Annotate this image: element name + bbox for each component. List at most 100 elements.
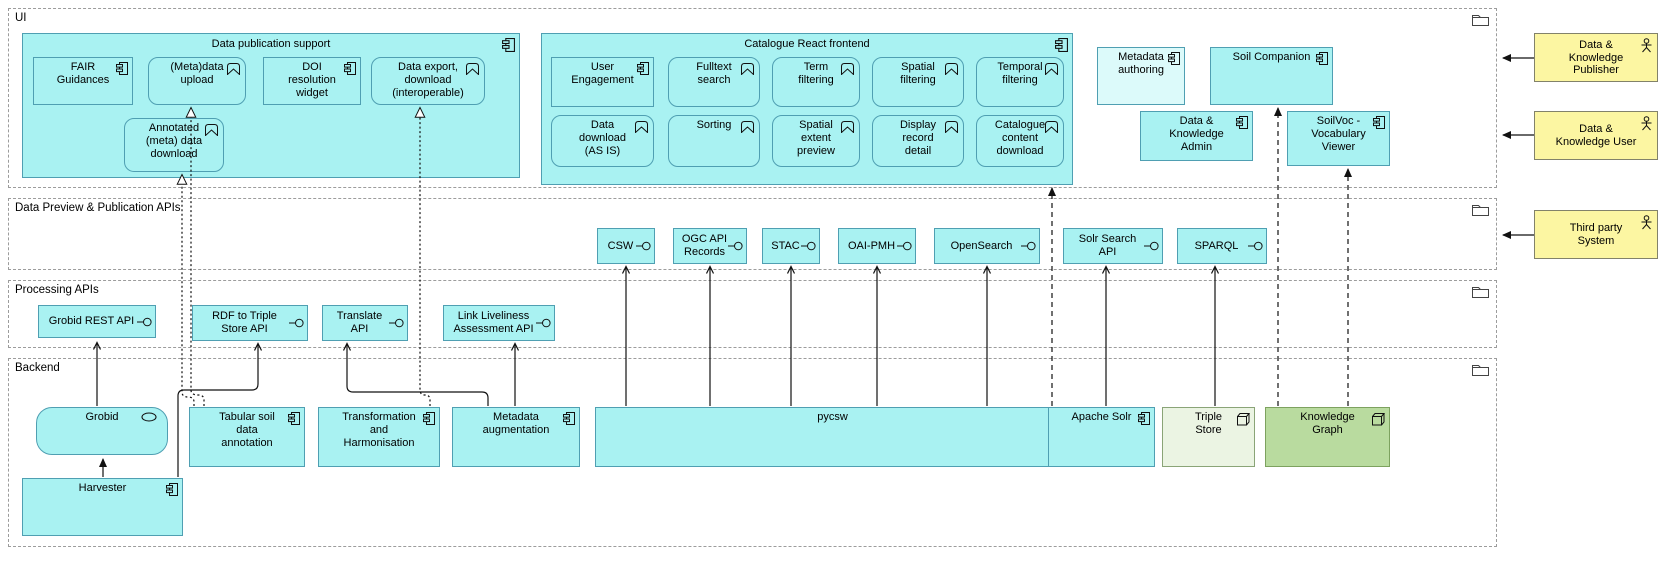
component-icon bbox=[423, 412, 435, 425]
actor-icon bbox=[1641, 38, 1652, 53]
actor-icon bbox=[1641, 215, 1652, 230]
component-doi-resolution-widget[interactable]: DOI resolution widget bbox=[263, 57, 361, 105]
component-soil-companion[interactable]: Soil Companion bbox=[1210, 47, 1333, 105]
interaction-spatial-filtering[interactable]: Spatial filtering bbox=[872, 57, 964, 107]
interaction-data-download-as-is[interactable]: Data download (AS IS) bbox=[551, 115, 654, 167]
component-icon bbox=[1236, 116, 1248, 129]
interaction-temporal-filtering[interactable]: Temporal filtering bbox=[976, 57, 1064, 107]
interaction-fulltext-search[interactable]: Fulltext search bbox=[668, 57, 760, 107]
component-icon bbox=[1138, 412, 1150, 425]
api-link-liveliness-assessment[interactable]: Link Liveliness Assessment API bbox=[443, 305, 555, 341]
component-icon bbox=[502, 38, 515, 52]
chevron-icon bbox=[227, 63, 240, 75]
interaction-display-record-detail[interactable]: Display record detail bbox=[872, 115, 964, 167]
component-user-engagement[interactable]: User Engagement bbox=[551, 57, 654, 107]
group-catalogue-react-frontend-title: Catalogue React frontend bbox=[744, 38, 870, 50]
node-cube-icon bbox=[1372, 413, 1385, 426]
api-solr-search[interactable]: Solr Search API bbox=[1063, 228, 1163, 264]
actor-data-knowledge-user[interactable]: Data & Knowledge User bbox=[1534, 111, 1658, 160]
interface-lollipop-icon bbox=[536, 318, 551, 328]
component-tabular-soil-data-annotation[interactable]: Tabular soil data annotation bbox=[189, 407, 305, 467]
interaction-annotated-data-download[interactable]: Annotated (meta) data download bbox=[124, 118, 224, 172]
group-data-publication-support[interactable]: Data publication support bbox=[22, 33, 520, 178]
folder-icon bbox=[1472, 205, 1489, 216]
api-oai-pmh[interactable]: OAI-PMH bbox=[838, 228, 916, 264]
interface-lollipop-icon bbox=[289, 318, 304, 328]
node-triple-store[interactable]: Triple Store bbox=[1162, 407, 1255, 467]
interface-lollipop-icon bbox=[636, 241, 651, 251]
layer-data-preview-publication-apis: Data Preview & Publication APIs bbox=[8, 198, 1497, 270]
component-transformation-harmonisation[interactable]: Transformation and Harmonisation bbox=[318, 407, 440, 467]
layer-processing-label: Processing APIs bbox=[15, 284, 99, 296]
chevron-icon bbox=[741, 63, 754, 75]
layer-backend: Backend bbox=[8, 358, 1497, 547]
api-translate[interactable]: Translate API bbox=[322, 305, 408, 341]
component-fair-guidances[interactable]: FAIR Guidances bbox=[33, 57, 133, 105]
interaction-catalogue-content-download[interactable]: Catalogue content download bbox=[976, 115, 1064, 167]
folder-icon bbox=[1472, 365, 1489, 376]
chevron-icon bbox=[1045, 121, 1058, 133]
component-metadata-authoring[interactable]: Metadata authoring bbox=[1097, 47, 1185, 105]
component-icon bbox=[1168, 52, 1180, 65]
actor-third-party-system[interactable]: Third party System bbox=[1534, 210, 1658, 259]
interaction-metadata-upload[interactable]: (Meta)data upload bbox=[148, 57, 246, 105]
interface-lollipop-icon bbox=[389, 318, 404, 328]
interface-lollipop-icon bbox=[1248, 241, 1263, 251]
interface-lollipop-icon bbox=[897, 241, 912, 251]
chevron-icon bbox=[635, 121, 648, 133]
service-grobid[interactable]: Grobid bbox=[36, 407, 168, 455]
folder-icon bbox=[1472, 287, 1489, 298]
node-knowledge-graph[interactable]: Knowledge Graph bbox=[1265, 407, 1390, 467]
chevron-icon bbox=[741, 121, 754, 133]
layer-backend-label: Backend bbox=[15, 362, 60, 374]
component-icon bbox=[1055, 38, 1068, 52]
component-harvester[interactable]: Harvester bbox=[22, 478, 183, 536]
api-rdf-to-triple-store[interactable]: RDF to Triple Store API bbox=[192, 305, 308, 341]
chevron-icon bbox=[205, 124, 218, 136]
interface-lollipop-icon bbox=[137, 317, 152, 326]
component-icon bbox=[1316, 52, 1328, 65]
api-ogc-api-records[interactable]: OGC API Records bbox=[673, 228, 747, 264]
layer-preview-label: Data Preview & Publication APIs bbox=[15, 202, 181, 214]
component-metadata-augmentation[interactable]: Metadata augmentation bbox=[452, 407, 580, 467]
api-stac[interactable]: STAC bbox=[762, 228, 820, 264]
chevron-icon bbox=[841, 63, 854, 75]
interface-lollipop-icon bbox=[1021, 241, 1036, 251]
folder-icon bbox=[1472, 15, 1489, 26]
api-csw[interactable]: CSW bbox=[597, 228, 655, 264]
group-data-publication-support-title: Data publication support bbox=[211, 38, 331, 50]
component-icon bbox=[288, 412, 300, 425]
component-apache-solr[interactable]: Apache Solr bbox=[1048, 407, 1155, 467]
node-cube-icon bbox=[1237, 413, 1250, 426]
component-icon bbox=[637, 62, 649, 75]
component-icon bbox=[563, 412, 575, 425]
layer-ui-label: UI bbox=[15, 12, 27, 24]
chevron-icon bbox=[1045, 63, 1058, 75]
chevron-icon bbox=[466, 63, 479, 75]
api-opensearch[interactable]: OpenSearch bbox=[934, 228, 1040, 264]
component-data-knowledge-admin[interactable]: Data & Knowledge Admin bbox=[1140, 111, 1253, 161]
interaction-data-export-download[interactable]: Data export, download (interoperable) bbox=[371, 57, 485, 105]
interaction-term-filtering[interactable]: Term filtering bbox=[772, 57, 860, 107]
interaction-spatial-extent-preview[interactable]: Spatial extent preview bbox=[772, 115, 860, 167]
interface-lollipop-icon bbox=[728, 241, 743, 251]
component-icon bbox=[116, 62, 128, 75]
interface-lollipop-icon bbox=[801, 241, 816, 251]
layer-processing-apis: Processing APIs bbox=[8, 280, 1497, 348]
actor-icon bbox=[1641, 116, 1652, 131]
component-soilvoc-vocabulary-viewer[interactable]: SoilVoc - Vocabulary Viewer bbox=[1287, 111, 1390, 166]
chevron-icon bbox=[945, 63, 958, 75]
component-icon bbox=[166, 483, 178, 496]
layer-ui: UI bbox=[8, 8, 1497, 188]
oval-icon bbox=[141, 412, 157, 422]
component-icon bbox=[1373, 116, 1385, 129]
component-pycsw[interactable]: pycsw bbox=[595, 407, 1070, 467]
interaction-sorting[interactable]: Sorting bbox=[668, 115, 760, 167]
interface-lollipop-icon bbox=[1144, 241, 1159, 251]
api-sparql[interactable]: SPARQL bbox=[1177, 228, 1267, 264]
actor-data-knowledge-publisher[interactable]: Data & Knowledge Publisher bbox=[1534, 33, 1658, 82]
chevron-icon bbox=[945, 121, 958, 133]
component-icon bbox=[344, 62, 356, 75]
api-grobid-rest[interactable]: Grobid REST API bbox=[38, 305, 156, 338]
